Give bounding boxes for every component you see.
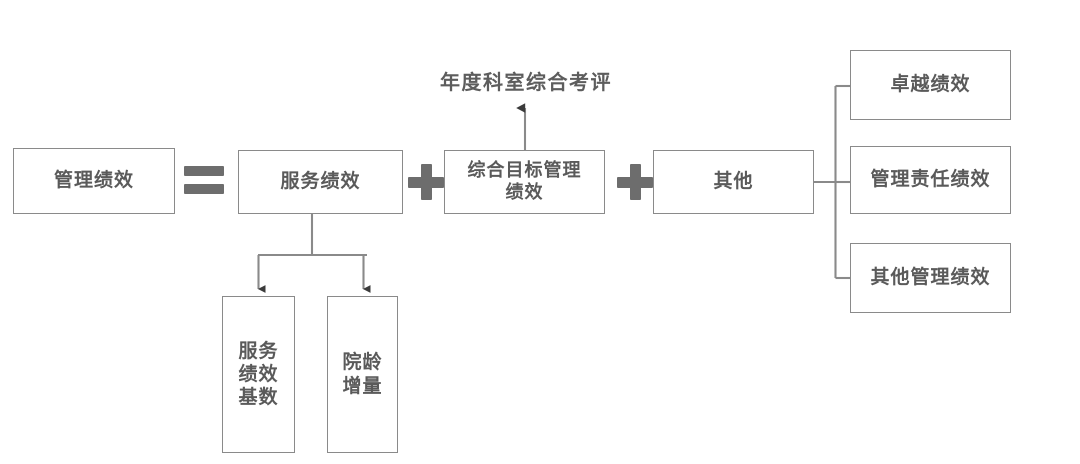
plus-bar-vertical — [421, 164, 432, 200]
node-seniority-increment[interactable]: 院龄 增量 — [327, 296, 398, 453]
node-management-responsibility-performance[interactable]: 管理责任绩效 — [850, 146, 1011, 214]
equals-bar-top — [184, 166, 224, 176]
node-excellence-performance[interactable]: 卓越绩效 — [850, 50, 1011, 120]
plus-bar-vertical — [630, 164, 641, 200]
equals-operator — [184, 166, 224, 194]
node-service-performance-base[interactable]: 服务 绩效 基数 — [222, 296, 295, 453]
wire-service-branch — [257, 214, 371, 293]
node-management-performance[interactable]: 管理绩效 — [13, 148, 175, 214]
plus-operator-2 — [617, 164, 653, 200]
node-other-management-performance[interactable]: 其他管理绩效 — [850, 243, 1011, 313]
plus-operator-1 — [408, 164, 444, 200]
node-other[interactable]: 其他 — [653, 150, 814, 214]
equals-bar-bottom — [184, 184, 224, 194]
annotation-label: 年度科室综合考评 — [440, 72, 612, 94]
node-comprehensive-target-performance[interactable]: 综合目标管理 绩效 — [444, 150, 605, 214]
wire-other-bracket — [814, 84, 850, 280]
node-service-performance[interactable]: 服务绩效 — [238, 150, 403, 214]
